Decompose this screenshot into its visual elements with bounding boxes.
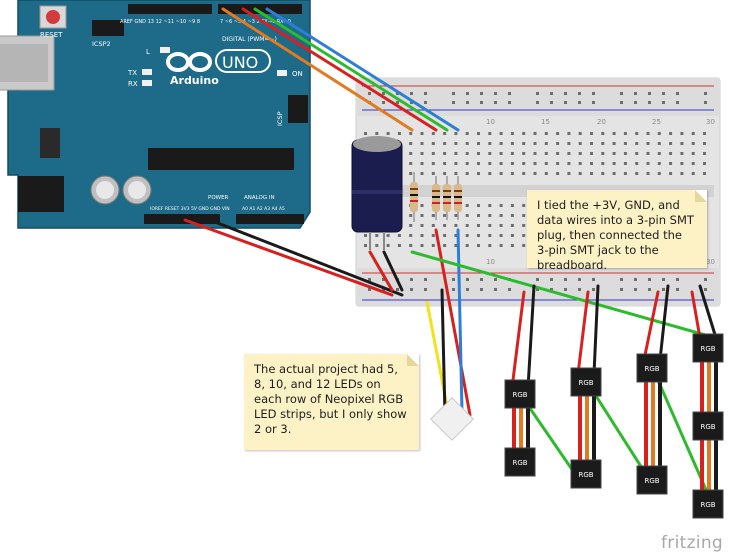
- rgb-led: RGB: [692, 489, 724, 519]
- column-number: 30: [706, 118, 715, 126]
- rgb-led: RGB: [692, 333, 724, 363]
- rgb-led-label: RGB: [644, 365, 659, 373]
- rgb-led: RGB: [636, 353, 668, 383]
- resistor: [454, 176, 462, 220]
- power-label: POWER: [208, 195, 229, 201]
- resistor: [432, 176, 440, 220]
- column-number: 10: [486, 118, 495, 126]
- microcontroller-chip: [148, 148, 294, 170]
- rgb-led: RGB: [692, 411, 724, 441]
- wire-black: [382, 250, 404, 292]
- rgb-led: RGB: [570, 367, 602, 397]
- rgb-led-label: RGB: [512, 459, 527, 467]
- icsp2-label: ICSP2: [92, 40, 111, 48]
- rgb-led: RGB: [636, 465, 668, 495]
- wire-green: [253, 7, 449, 132]
- analog-label: ANALOG IN: [244, 195, 275, 201]
- power-jack: [18, 176, 64, 212]
- wire-red: [368, 250, 394, 292]
- led-l-label: L: [146, 48, 150, 56]
- icsp2-header: [92, 20, 124, 36]
- led-tx-label: TX: [127, 69, 137, 77]
- rgb-led-label: RGB: [700, 423, 715, 431]
- power-header: [144, 214, 220, 224]
- header-top-left: [128, 4, 212, 14]
- rgb-led-label: RGB: [700, 501, 715, 509]
- column-number: 15: [541, 118, 550, 126]
- rgb-led-label: RGB: [644, 477, 659, 485]
- arduino-brand: Arduino: [170, 74, 219, 87]
- rgb-led-label: RGB: [578, 379, 593, 387]
- led-strips: RGB RGB RGB RGB RGB RGB RGB RGB RGB: [504, 333, 724, 519]
- reset-label: RESET: [40, 31, 63, 39]
- rgb-led-label: RGB: [700, 345, 715, 353]
- power-pin-labels: IOREF RESET 3V3 5V GND GND VIN: [150, 206, 230, 212]
- resistor: [410, 172, 418, 222]
- project-note: The actual project had 5, 8, 10, and 12 …: [244, 354, 419, 450]
- resistor: [443, 176, 451, 220]
- rgb-led: RGB: [504, 447, 536, 477]
- led-rx-label: RX: [128, 80, 138, 88]
- arduino-uno-board: RESET ICSP2 AREF GND 13 12 ~11 ~10 ~9 8 …: [0, 0, 311, 229]
- electrolytic-capacitor: [351, 136, 403, 250]
- column-number: 25: [652, 118, 661, 126]
- wire-black: [208, 218, 404, 297]
- rgb-led: RGB: [570, 459, 602, 489]
- column-number: 10: [486, 258, 495, 266]
- wire-blue: [456, 228, 464, 414]
- digital-label: DIGITAL (PWM=~): [222, 36, 277, 43]
- resistor-group: [410, 172, 462, 222]
- column-number: 20: [597, 118, 606, 126]
- fritzing-logo: fritzing: [661, 533, 723, 553]
- wire-red: [183, 218, 394, 297]
- rgb-led: RGB: [504, 379, 536, 409]
- analog-pin-labels: A0 A1 A2 A3 A4 A5: [242, 206, 285, 212]
- icsp-header: [288, 95, 308, 123]
- breadboard-note: I tied the +3V, GND, and data wires into…: [527, 190, 707, 272]
- wire-blue: [265, 7, 460, 132]
- icsp-label: ICSP: [276, 111, 284, 126]
- rgb-led-label: RGB: [578, 471, 593, 479]
- led-on-label: ON: [292, 70, 303, 78]
- top-pin-labels: AREF GND 13 12 ~11 ~10 ~9 8: [120, 19, 200, 25]
- model-label: UNO: [222, 53, 258, 72]
- uno-badge: [215, 49, 271, 73]
- voltage-regulator: [40, 128, 60, 158]
- column-number: 30: [706, 258, 715, 266]
- analog-header: [236, 214, 304, 224]
- arduino-logo-icon: [166, 52, 212, 72]
- rgb-led-label: RGB: [512, 391, 527, 399]
- smt-jack: [430, 397, 474, 441]
- header-top-right: [218, 4, 302, 14]
- wire-black: [440, 288, 447, 417]
- wire-orange: [221, 7, 414, 132]
- wire-red: [241, 7, 438, 132]
